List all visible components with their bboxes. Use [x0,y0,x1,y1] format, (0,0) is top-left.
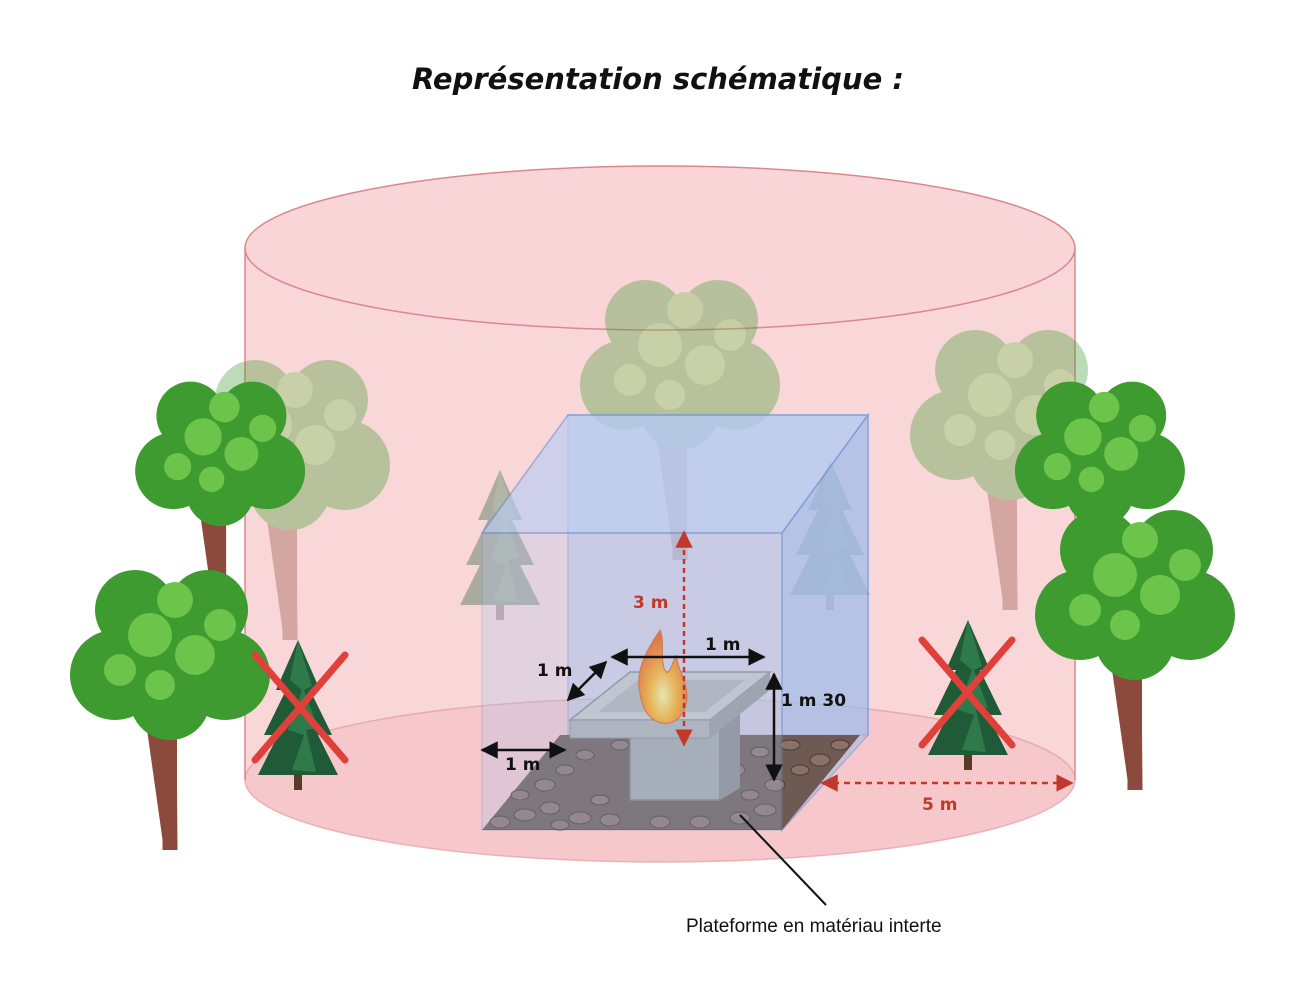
platform-caption-group: Plateforme en matériau interte [686,814,942,937]
depth-label: 1 m [537,661,572,681]
width-label: 1 m [705,635,740,655]
width-dimension: 1 m [610,635,766,666]
page-title: Représentation schématique : [412,62,904,96]
platform-margin-label: 1 m [505,755,540,775]
pedestal-height-dimension: 1 m 30 [765,672,846,782]
pedestal-height-label: 1 m 30 [781,691,846,711]
clearance-dimension: 5 m [820,774,1074,815]
red-cross-icon [918,636,1016,749]
height-label: 3 m [633,593,668,613]
clearance-label: 5 m [922,795,957,815]
red-cross-icon [251,651,349,764]
deciduous-tree-icon [68,568,272,852]
depth-dimension: 1 m [537,660,608,702]
height-dimension: 3 m [633,530,693,747]
safety-box-front [481,532,783,831]
platform-caption: Plateforme en matériau interte [686,916,942,937]
platform-margin-dimension: 1 m [480,741,567,775]
